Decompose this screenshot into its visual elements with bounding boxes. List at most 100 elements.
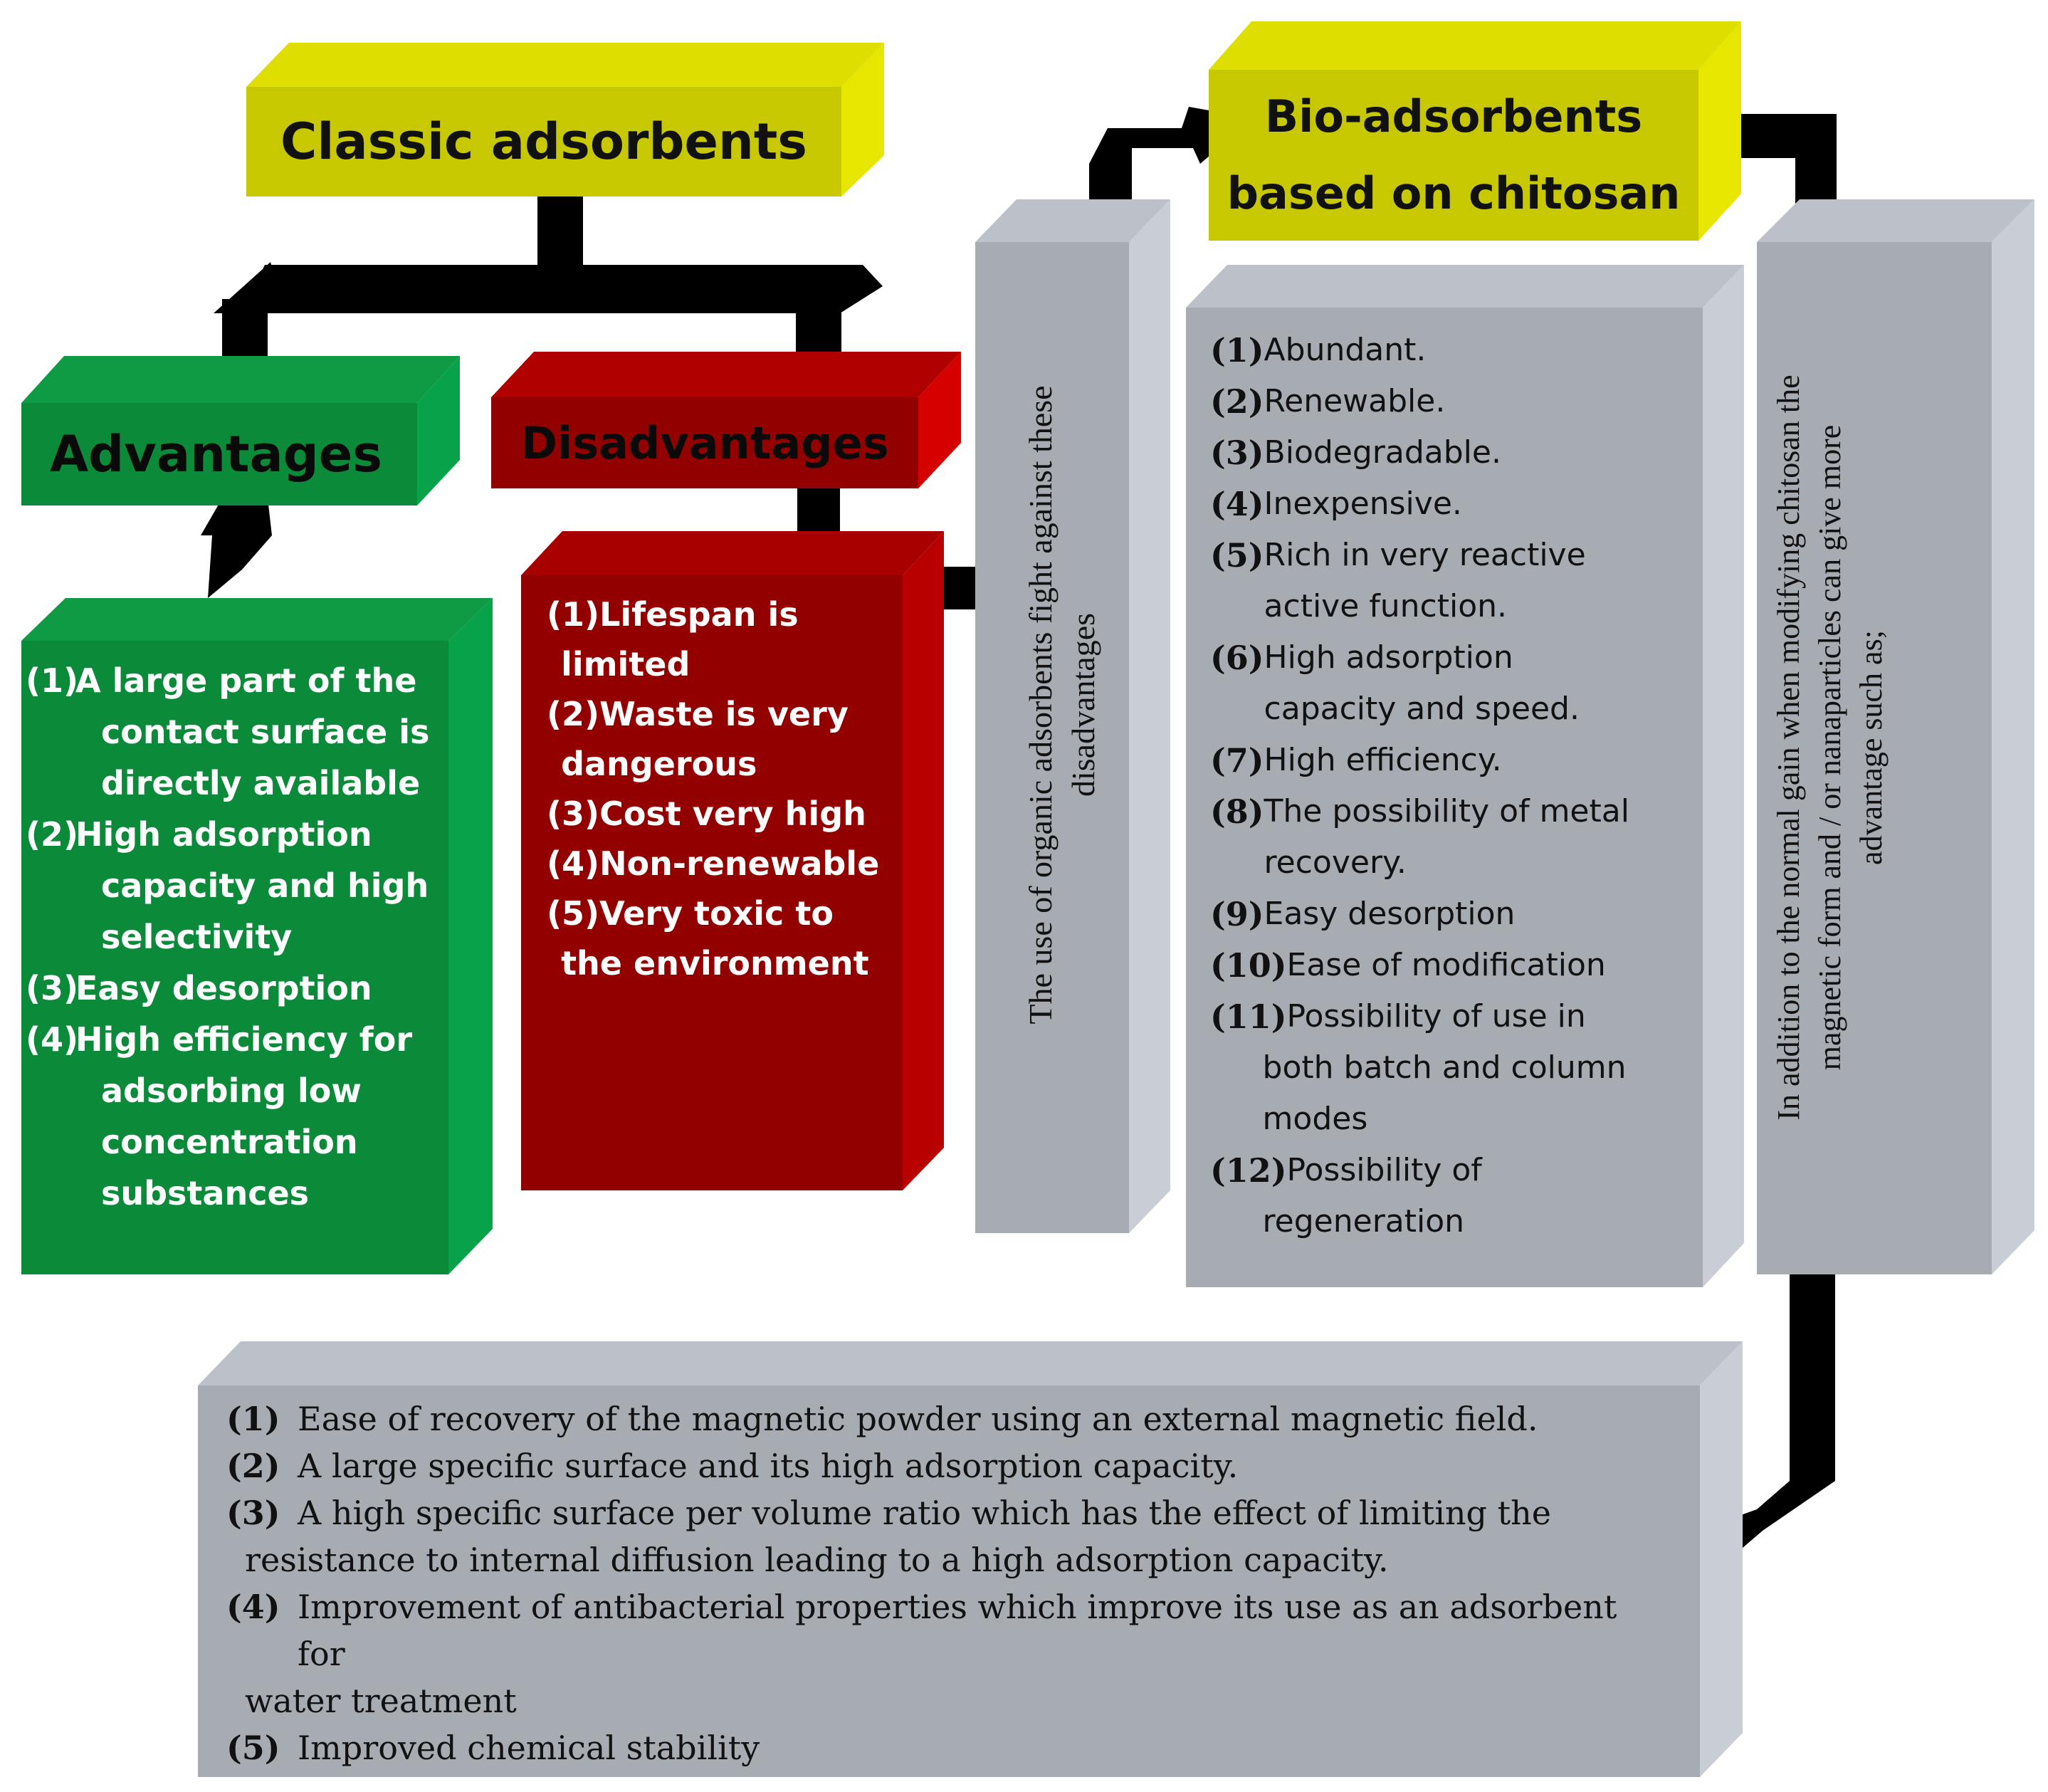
chitosan-item-4: (4) Inexpensive. bbox=[1210, 478, 1708, 530]
advantages-header-box bbox=[21, 356, 460, 505]
chitosan-number: (6) bbox=[1210, 639, 1264, 677]
bio-title-line-2: based on chitosan bbox=[1227, 167, 1681, 219]
chitosan-number: (2) bbox=[1210, 382, 1264, 421]
chitosan-text: Possibility of use in both batch and col… bbox=[1263, 991, 1708, 1145]
advantage-number: (2) bbox=[26, 815, 79, 854]
disadvantage-number: (4) bbox=[547, 844, 600, 883]
magnetic-advantage-number: (3) bbox=[226, 1494, 280, 1532]
advantage-line: contact surface is bbox=[101, 713, 430, 751]
magnetic-note-line-1: In addition to the normal gain when modi… bbox=[1771, 374, 1806, 1121]
bio-adsorbents-box bbox=[1209, 21, 1741, 241]
advantage-line: substances bbox=[101, 1174, 310, 1212]
advantages-label: Advantages bbox=[50, 425, 382, 483]
chitosan-number: (7) bbox=[1210, 741, 1264, 780]
disadvantages-label: Disadvantages bbox=[520, 416, 889, 469]
disadvantage-item-4: (4) Non-renewable bbox=[547, 839, 903, 889]
chitosan-text: Inexpensive. bbox=[1264, 486, 1462, 522]
magnetic-note-text: In addition to the normal gain when modi… bbox=[1768, 242, 1892, 1253]
chitosan-line: regeneration bbox=[1262, 1203, 1465, 1240]
magnetic-advantages-list: (1) Ease of recovery of the magnetic pow… bbox=[226, 1395, 1671, 1771]
magnetic-note-line-2: magnetic form and / or nanaparticles can… bbox=[1812, 424, 1847, 1071]
chitosan-text: Biodegradable. bbox=[1264, 434, 1501, 471]
bio-title-line-1: Bio-adsorbents bbox=[1264, 90, 1643, 142]
magnetic-advantage-text: A large specific surface and its high ad… bbox=[298, 1447, 1239, 1485]
magnetic-advantage-line: water treatment bbox=[245, 1682, 517, 1720]
advantage-line: Easy desorption bbox=[75, 969, 372, 1007]
disadvantage-item-3: (3) Cost very high bbox=[547, 789, 903, 839]
disadvantage-line: the environment bbox=[561, 944, 869, 983]
chitosan-line: High adsorption bbox=[1264, 639, 1513, 676]
organic-note-line-2: disadvantages bbox=[1065, 612, 1101, 797]
chitosan-item-3: (3) Biodegradable. bbox=[1210, 427, 1708, 478]
chitosan-text: High efficiency. bbox=[1264, 742, 1502, 778]
advantage-text: A large part of the contact surface is d… bbox=[73, 655, 481, 809]
magnetic-advantage-item-2: (2) A large specific surface and its hig… bbox=[226, 1442, 1671, 1489]
bottom-advantages-box bbox=[198, 1341, 1743, 1777]
disadvantage-line: Lifespan is bbox=[599, 595, 799, 634]
chitosan-number: (5) bbox=[1210, 536, 1264, 575]
magnetic-advantage-item-4: (4) Improvement of antibacterial propert… bbox=[226, 1583, 1671, 1724]
magnetic-advantage-text: Ease of recovery of the magnetic powder … bbox=[298, 1400, 1538, 1438]
chitosan-number: (8) bbox=[1210, 792, 1264, 831]
magnetic-advantage-item-3: (3) A high specific surface per volume r… bbox=[226, 1489, 1671, 1583]
advantage-line: concentration bbox=[101, 1123, 358, 1161]
classic-adsorbents-label: Classic adsorbents bbox=[280, 112, 807, 171]
chitosan-item-5: (5) Rich in very reactive active functio… bbox=[1210, 530, 1708, 632]
to-organic-note-connector bbox=[940, 567, 977, 609]
disadvantage-text: Cost very high bbox=[599, 795, 866, 833]
advantage-line: High efficiency for bbox=[75, 1020, 413, 1059]
chitosan-number: (3) bbox=[1210, 434, 1264, 472]
disadvantage-number: (5) bbox=[547, 894, 600, 933]
chitosan-line: The possibility of metal bbox=[1264, 793, 1629, 829]
chitosan-line: Possibility of bbox=[1286, 1152, 1482, 1188]
magnetic-advantage-text: Improvement of antibacterial properties … bbox=[245, 1583, 1671, 1724]
disadvantage-text: Waste is very dangerous bbox=[561, 689, 903, 789]
magnetic-advantage-item-1: (1) Ease of recovery of the magnetic pow… bbox=[226, 1395, 1671, 1442]
disadvantage-text: Very toxic to the environment bbox=[561, 889, 903, 988]
disadvantage-line: Very toxic to bbox=[599, 894, 834, 933]
chitosan-line: active function. bbox=[1264, 588, 1507, 624]
disadvantages-list: (1) Lifespan is limited (2) Waste is ver… bbox=[547, 590, 903, 988]
disadvantages-list-box bbox=[521, 531, 944, 1190]
chitosan-text: Ease of modification bbox=[1286, 947, 1606, 983]
chitosan-number: (11) bbox=[1210, 997, 1287, 1036]
disadvantage-line: Waste is very bbox=[599, 695, 849, 733]
chitosan-line: Rich in very reactive bbox=[1264, 537, 1586, 573]
advantage-number: (3) bbox=[26, 969, 79, 1007]
disadvantage-text: Lifespan is limited bbox=[561, 590, 903, 689]
magnetic-advantage-line: Improvement of antibacterial properties … bbox=[298, 1588, 1617, 1673]
chitosan-number: (12) bbox=[1210, 1151, 1287, 1190]
advantage-number: (1) bbox=[26, 661, 79, 700]
disadvantage-item-2: (2) Waste is very dangerous bbox=[547, 689, 903, 789]
bio-right-bracket bbox=[1741, 114, 1837, 206]
disadvantage-number: (3) bbox=[547, 795, 600, 833]
to-advantages-connector bbox=[222, 299, 268, 363]
disadvantage-number: (1) bbox=[547, 595, 600, 634]
chitosan-item-7: (7) High efficiency. bbox=[1210, 735, 1708, 786]
chitosan-item-12: (12) Possibility of regeneration bbox=[1210, 1145, 1708, 1247]
advantage-line: directly available bbox=[101, 764, 421, 802]
magnetic-note-line-3: advantage such as; bbox=[1854, 630, 1889, 865]
advantages-list: (1) A large part of the contact surface … bbox=[26, 655, 481, 1219]
chitosan-line: both batch and column bbox=[1262, 1049, 1627, 1086]
magnetic-advantage-text: Improved chemical stability bbox=[298, 1729, 760, 1767]
classic-split-bar bbox=[242, 265, 883, 313]
magnetic-note-box bbox=[1757, 199, 2034, 1274]
advantage-line: A large part of the bbox=[75, 661, 417, 700]
disadvantage-item-5: (5) Very toxic to the environment bbox=[547, 889, 903, 988]
organic-note-text: The use of organic adsorbents fight agai… bbox=[1019, 242, 1105, 1168]
organic-note-line-1: The use of organic adsorbents fight agai… bbox=[1022, 385, 1059, 1025]
chitosan-item-1: (1) Abundant. bbox=[1210, 325, 1708, 376]
advantage-number: (4) bbox=[26, 1020, 79, 1059]
disadvantage-line: limited bbox=[561, 645, 690, 683]
advantage-line: High adsorption bbox=[75, 815, 372, 854]
advantages-down-arrow bbox=[201, 498, 272, 598]
magnetic-advantage-number: (4) bbox=[226, 1588, 280, 1626]
chitosan-text: Rich in very reactive active function. bbox=[1264, 530, 1708, 632]
chitosan-item-10: (10) Ease of modification bbox=[1210, 940, 1708, 991]
magnetic-advantage-number: (2) bbox=[226, 1447, 280, 1485]
chitosan-text: Easy desorption bbox=[1264, 896, 1516, 932]
chitosan-text: The possibility of metal recovery. bbox=[1264, 786, 1708, 889]
